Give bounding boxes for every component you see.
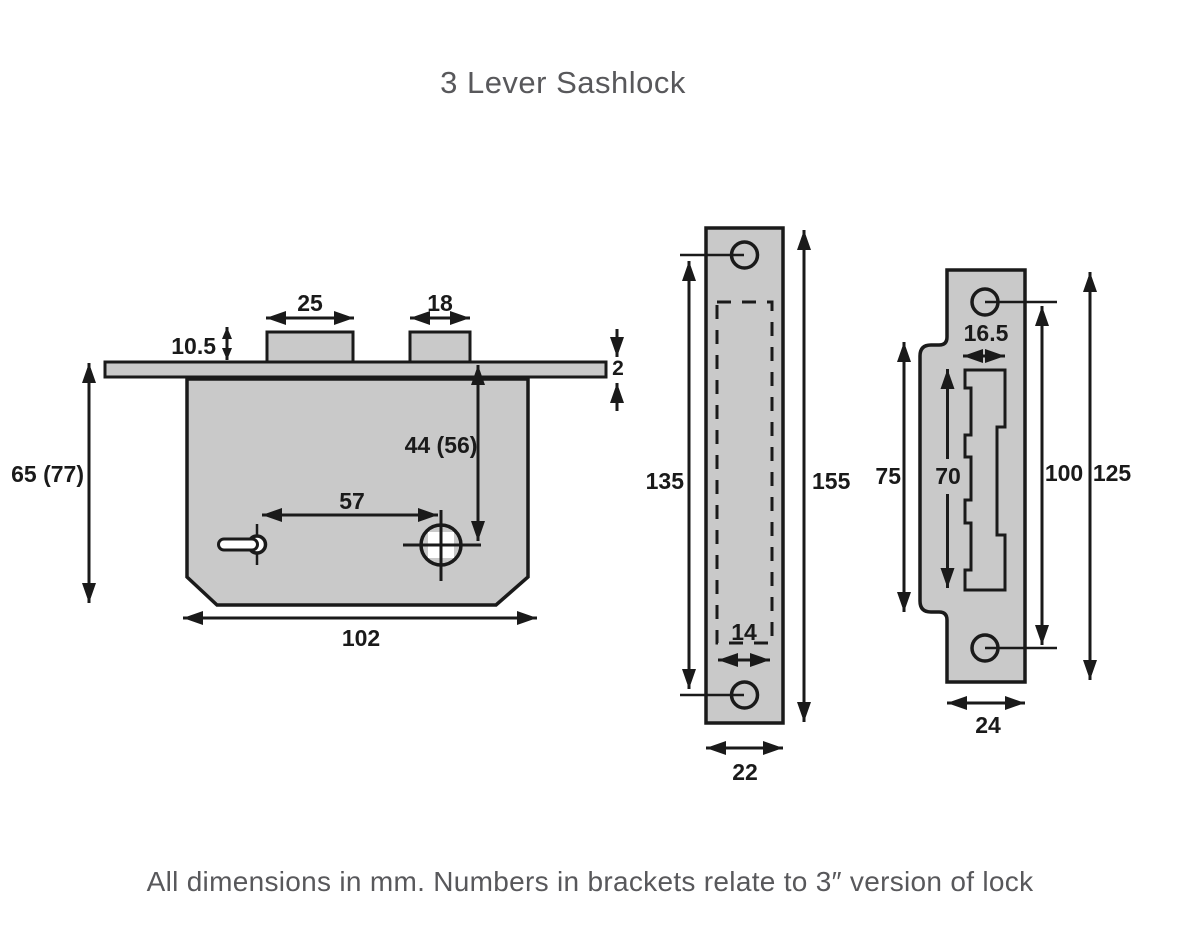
- strike-cutout-outline: [963, 368, 1007, 592]
- dim-bolt-height-label: 10.5: [171, 333, 216, 359]
- dim-faceplate-thickness-label: 2: [612, 357, 624, 380]
- dim-cutout-width-label: 16.5: [964, 320, 1009, 346]
- bolt-left-shape: [265, 330, 355, 364]
- dim-case-thickness-label: 14: [731, 619, 757, 645]
- dim-case-width-label: 102: [342, 625, 380, 651]
- dim-bolt-left-width-label: 25: [297, 290, 323, 316]
- dim-faceplate-width-label: 22: [732, 759, 758, 785]
- lock-case-dashed-outline: [715, 300, 774, 645]
- dim-overall-height-label: 65 (77): [11, 461, 84, 487]
- dim-faceplate-height-label: 155: [812, 468, 851, 494]
- dim-spindle-centre-label: 44 (56): [405, 432, 478, 458]
- drawing-footnote: All dimensions in mm. Numbers in bracket…: [147, 866, 1034, 897]
- drawing-title: 3 Lever Sashlock: [440, 65, 686, 100]
- faceplate-strip-shape: [103, 360, 608, 379]
- dim-strike-height-label: 125: [1093, 460, 1132, 486]
- faceplate-front-view: 135 155 14 22: [646, 226, 851, 785]
- dim-cutout-height-label: 70: [935, 463, 961, 489]
- keyhole-slot: [217, 537, 259, 552]
- dim-box-depth-label: 75: [875, 463, 901, 489]
- lock-body-side-view: 25 18 10.5 2 44 (56) 57 65 (77) 102: [11, 290, 624, 651]
- dim-bolt-right-width-label: 18: [427, 290, 453, 316]
- bolt-right-shape: [408, 330, 472, 364]
- faceplate-plate-shape: [704, 226, 785, 725]
- dim-strike-width-label: 24: [975, 712, 1001, 738]
- dim-strike-hole-centres-label: 100: [1045, 460, 1083, 486]
- dim-keyhole-to-spindle-label: 57: [339, 488, 365, 514]
- strike-plate-view: 16.5 75 70 100 125 24: [875, 268, 1132, 738]
- dim-hole-centres-label: 135: [646, 468, 685, 494]
